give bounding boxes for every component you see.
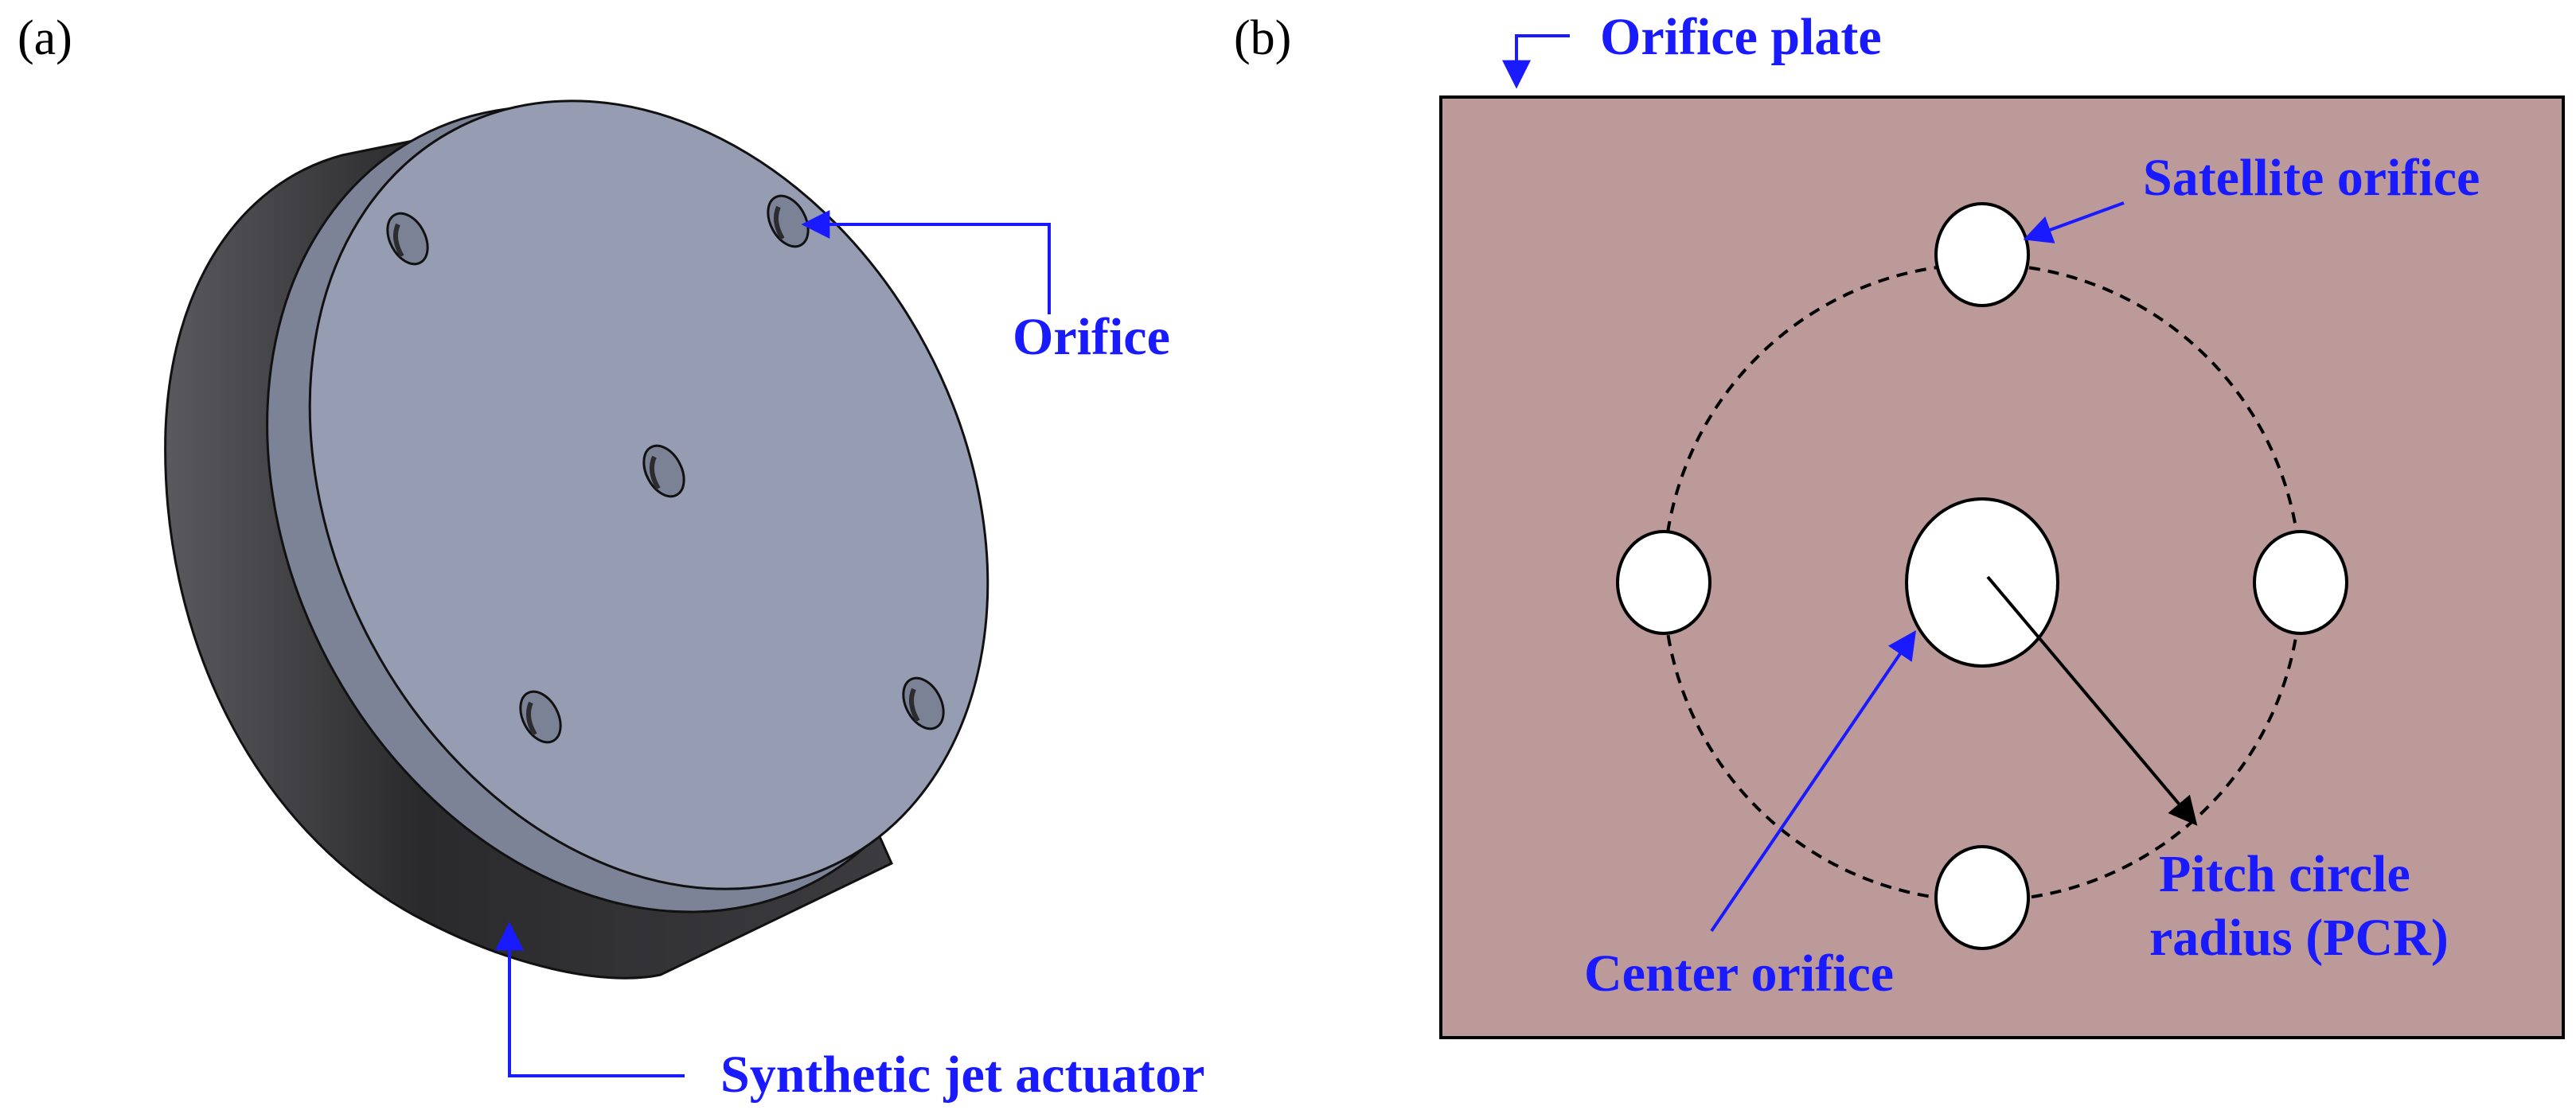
plate-face — [308, 99, 989, 890]
center-orifice — [1905, 497, 2059, 668]
orifice-label: Orifice — [1013, 308, 1170, 366]
orifice-hole — [519, 690, 562, 744]
satellite-label: Satellite orifice — [2143, 149, 2480, 207]
plate-label: Orifice plate — [1600, 8, 1882, 66]
plate-callout-line — [1502, 34, 1570, 89]
satellite-orifice-right — [2253, 530, 2348, 635]
satellite-callout-line — [2023, 201, 2125, 243]
actuator-label: Synthetic jet actuator — [720, 1046, 1205, 1104]
actuator-3d-model — [164, 99, 989, 980]
orifice-hole — [386, 212, 429, 266]
panel-b-label: (b) — [1234, 11, 1291, 65]
satellite-orifice-bottom — [1934, 845, 2030, 950]
orifice-hole — [642, 444, 685, 498]
actuator-callout-line — [495, 921, 685, 1077]
pcr-arrow — [1986, 575, 2198, 826]
orifice-hole — [902, 676, 945, 730]
satellite-orifice-top — [1934, 202, 2030, 307]
orifice-callout-line — [801, 210, 1051, 314]
center-label: Center orifice — [1584, 945, 1894, 1003]
pcr-label-line2: radius (PCR) — [2149, 909, 2449, 967]
panel-a-label: (a) — [18, 11, 72, 65]
center-callout-line — [1710, 630, 1917, 933]
pcr-label-line1: Pitch circle — [2159, 845, 2410, 903]
satellite-orifice-left — [1616, 530, 1711, 635]
